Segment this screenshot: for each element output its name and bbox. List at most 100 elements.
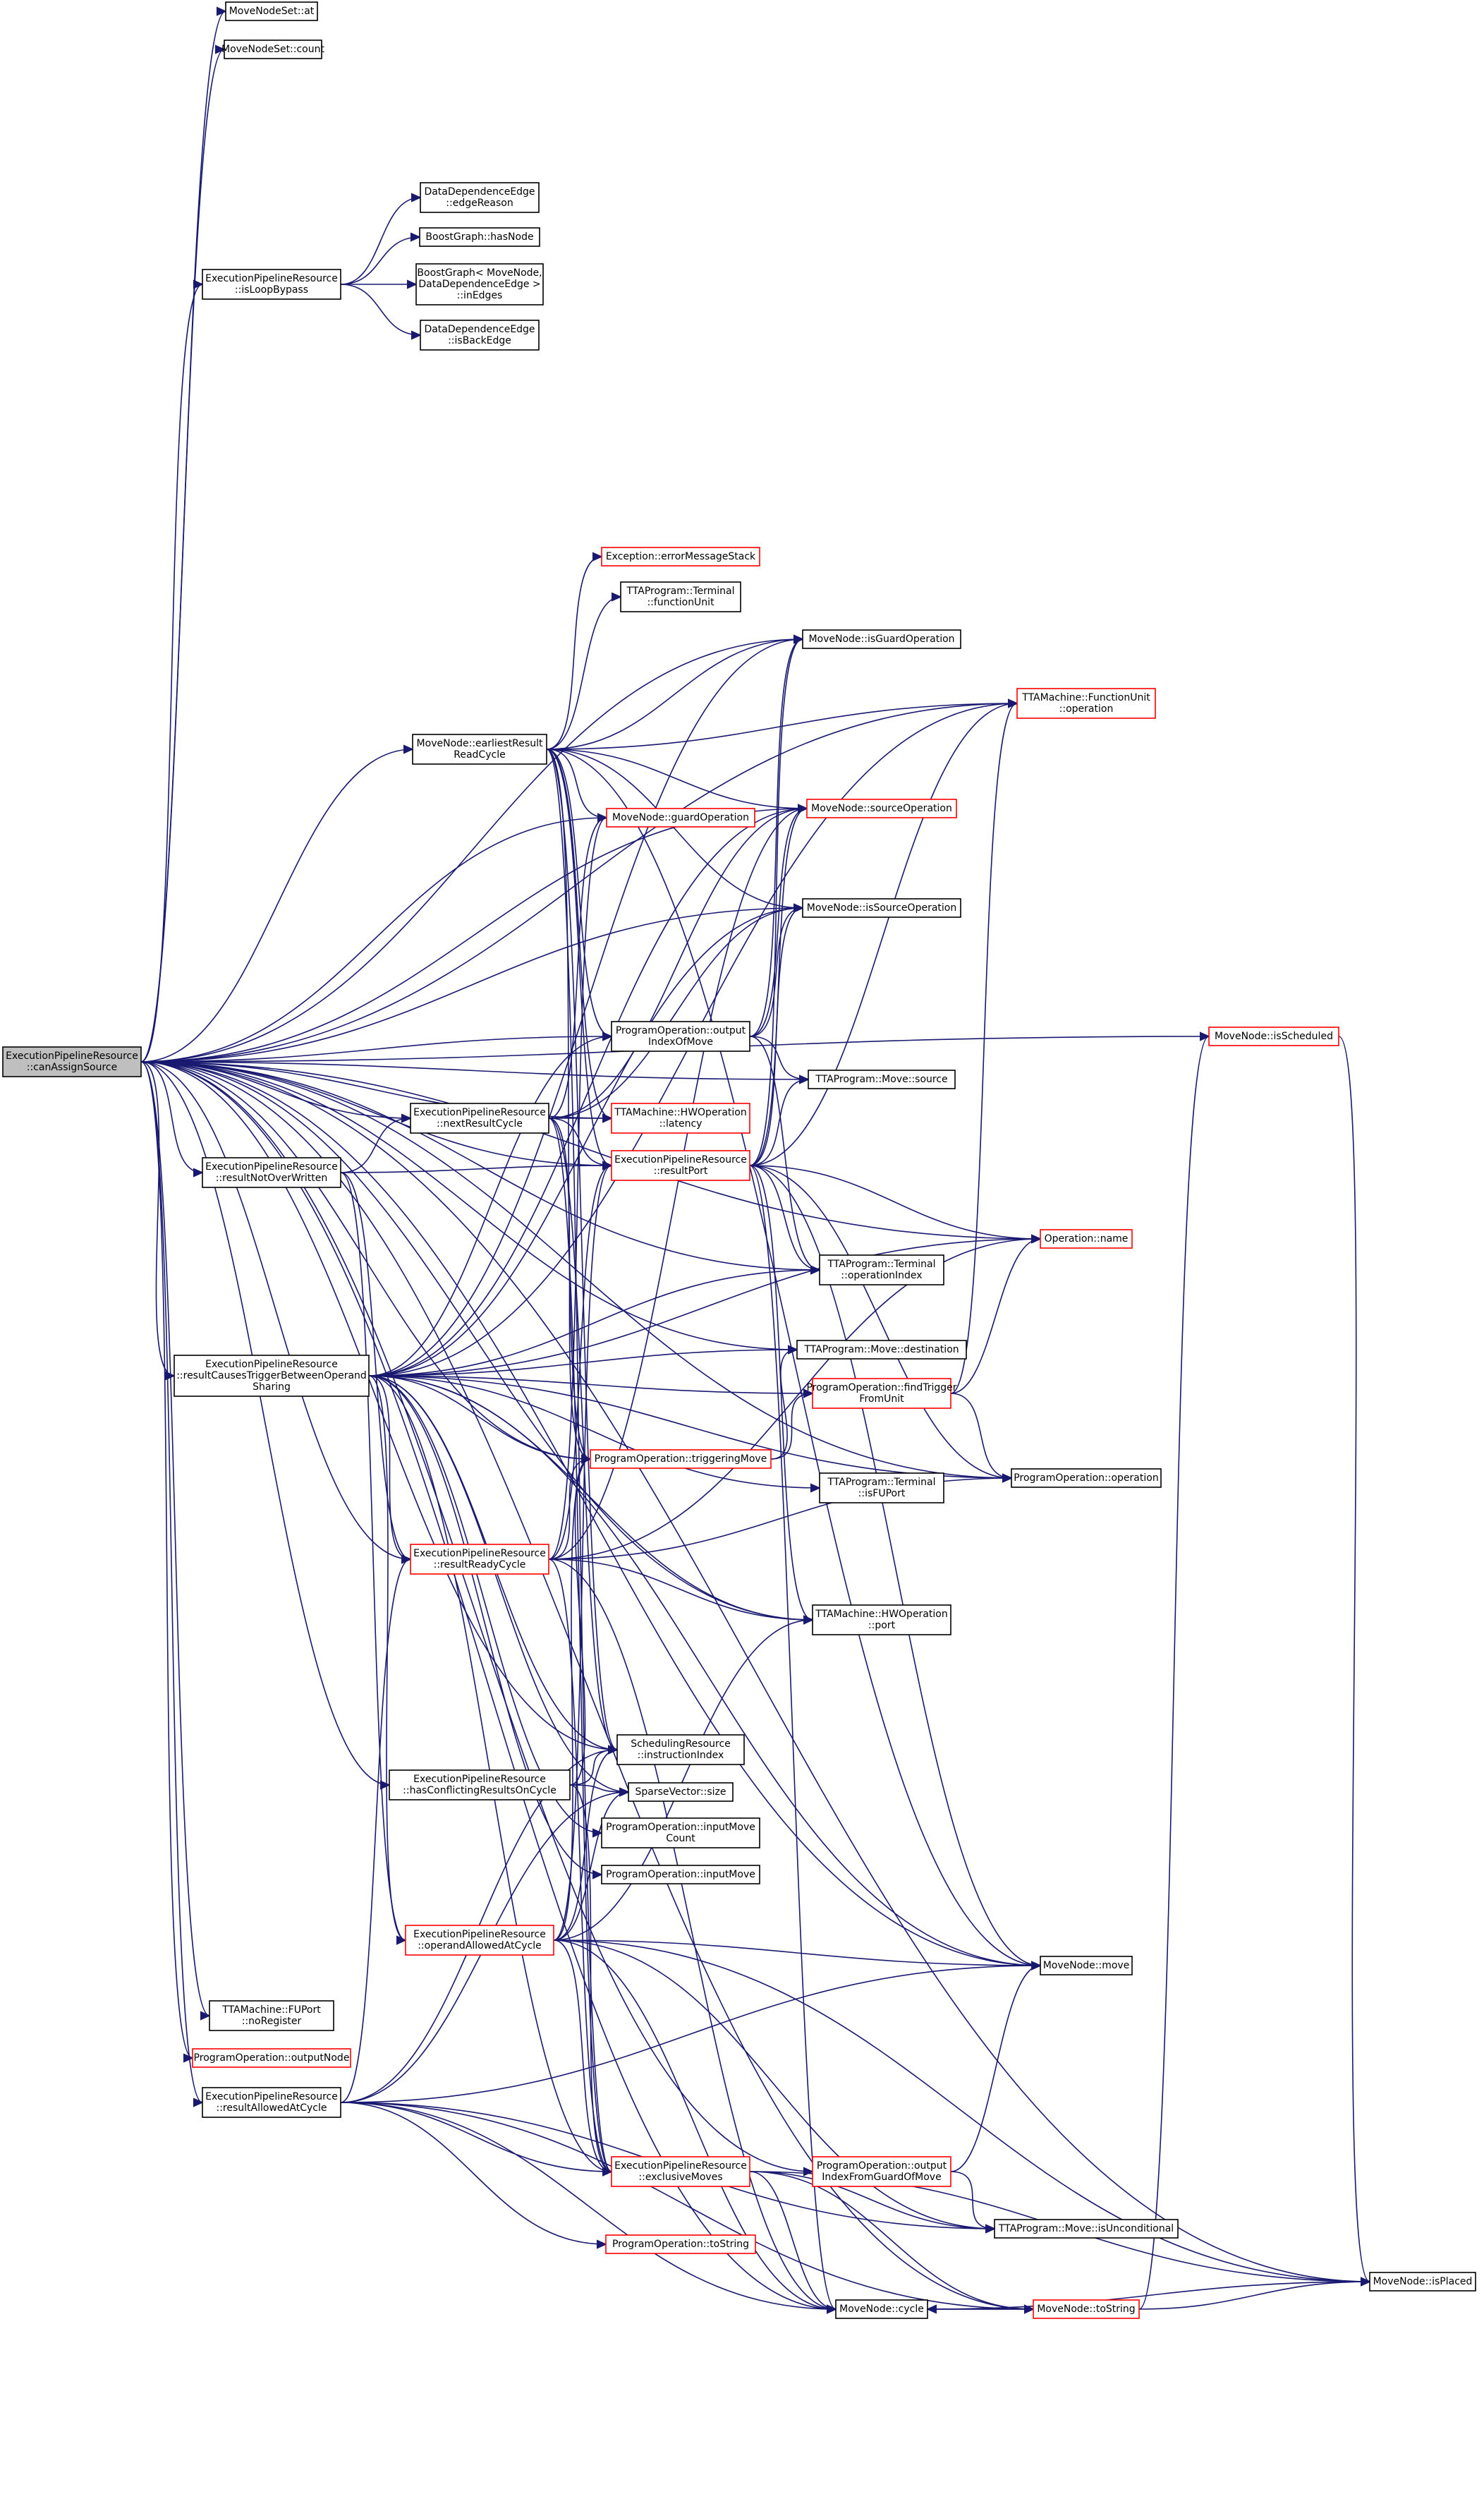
node-label: MoveNodeSet::at xyxy=(229,6,315,17)
node-epr-hasconf[interactable]: ExecutionPipelineResource::hasConflictin… xyxy=(389,1769,571,1800)
node-label: MoveNode::isSourceOperation xyxy=(807,902,956,914)
node-label: ProgramOperation::output xyxy=(817,2160,947,2172)
node-box xyxy=(420,320,540,351)
node-label: ::functionUnit xyxy=(647,597,714,608)
node-mn-tostring[interactable]: MoveNode::toString xyxy=(1033,2299,1140,2319)
edge-root-to-epr-resready xyxy=(140,1061,410,1559)
node-term-isfu[interactable]: TTAProgram::Terminal::isFUPort xyxy=(819,1472,944,1503)
node-op-name[interactable]: Operation::name xyxy=(1040,1229,1133,1249)
node-po-outnode[interactable]: ProgramOperation::outputNode xyxy=(192,2048,351,2068)
edge-mn-earliest-to-sr-instr xyxy=(546,749,617,1750)
node-mn-move[interactable]: MoveNode::move xyxy=(1040,1956,1133,1975)
edge-epr-resready-to-mn-cycle xyxy=(548,1558,836,2309)
node-label: TTAProgram::Move::isUnconditional xyxy=(998,2223,1174,2234)
node-epr-excl[interactable]: ExecutionPipelineResource::exclusiveMove… xyxy=(611,2156,750,2187)
node-label: ::operationIndex xyxy=(841,1270,922,1281)
node-epr-nextres[interactable]: ExecutionPipelineResource::nextResultCyc… xyxy=(410,1103,549,1134)
edge-mn-earliest-to-mn-srcop xyxy=(546,749,807,809)
node-label: ProgramOperation::inputMove xyxy=(606,1869,755,1880)
node-epr-resport[interactable]: ExecutionPipelineResource::resultPort xyxy=(611,1150,750,1181)
node-bg-inedges[interactable]: BoostGraph< MoveNode,DataDependenceEdge … xyxy=(415,263,544,305)
node-sv-size[interactable]: SparseVector::size xyxy=(628,1782,734,1802)
node-hwop-port[interactable]: TTAMachine::HWOperation::port xyxy=(812,1604,951,1635)
node-label: ProgramOperation::output xyxy=(616,1025,746,1036)
edge-epr-opallowed-to-po-trigmove xyxy=(553,1459,590,1941)
node-epr-trig[interactable]: ExecutionPipelineResource::resultCausesT… xyxy=(174,1355,370,1397)
node-box xyxy=(389,1769,571,1800)
node-label: MoveNode::move xyxy=(1043,1960,1130,1971)
edge-root-to-epr-resallowed xyxy=(140,1061,202,2102)
edge-epr-nextres-to-mn-guardop xyxy=(548,818,607,1119)
node-label: MoveNode::cycle xyxy=(839,2304,924,2315)
edge-epr-opallowed-to-epr-resport xyxy=(553,1166,612,1941)
node-mn-srcop[interactable]: MoveNode::sourceOperation xyxy=(806,799,957,818)
node-box xyxy=(590,1449,772,1469)
node-sr-instr[interactable]: SchedulingResource::instructionIndex xyxy=(616,1734,745,1765)
node-move-dest[interactable]: TTAProgram::Move::destination xyxy=(796,1340,967,1360)
edge-epr-trig-to-po-findtrig xyxy=(368,1375,813,1393)
node-label: ::nextResultCycle xyxy=(437,1118,523,1130)
node-mns-count[interactable]: MoveNodeSet::count xyxy=(221,40,325,59)
node-bg-hasnode[interactable]: BoostGraph::hasNode xyxy=(419,227,540,247)
edge-epr-resallowed-to-po-tostring xyxy=(340,2102,606,2244)
edge-po-outidxguard-to-mn-move xyxy=(950,1966,1040,2172)
node-box xyxy=(806,799,957,818)
edge-mn-earliest-to-mn-isguard xyxy=(546,639,803,750)
node-exc-err[interactable]: Exception::errorMessageStack xyxy=(601,547,760,567)
node-label: ProgramOperation::triggeringMove xyxy=(595,1453,767,1465)
node-box xyxy=(192,2048,351,2068)
node-mn-isguard[interactable]: MoveNode::isGuardOperation xyxy=(802,629,961,649)
node-mn-issrc[interactable]: MoveNode::isSourceOperation xyxy=(802,898,961,918)
edge-epr-resport-to-fu-op xyxy=(749,703,1017,1166)
node-mn-cycle[interactable]: MoveNode::cycle xyxy=(835,2299,928,2319)
edge-epr-resport-to-move-source xyxy=(749,1079,808,1166)
node-term-opidx[interactable]: TTAProgram::Terminal::operationIndex xyxy=(819,1254,944,1285)
node-term-fu[interactable]: TTAProgram::Terminal::functionUnit xyxy=(620,581,741,612)
node-mn-issched[interactable]: MoveNode::isScheduled xyxy=(1208,1027,1339,1046)
edge-epr-resport-to-mn-issrc xyxy=(749,908,803,1166)
node-box xyxy=(606,808,755,828)
node-epr-loop[interactable]: ExecutionPipelineResource::isLoopBypass xyxy=(202,269,341,300)
node-fu-op[interactable]: TTAMachine::FunctionUnit::operation xyxy=(1016,688,1156,719)
edge-root-to-mn-cycle xyxy=(140,1061,836,2309)
node-epr-resallowed[interactable]: ExecutionPipelineResource::resultAllowed… xyxy=(202,2087,341,2118)
edge-epr-resallowed-to-mn-cycle xyxy=(340,2102,836,2309)
node-hwop-lat[interactable]: TTAMachine::HWOperation::latency xyxy=(611,1103,750,1134)
node-dde-back[interactable]: DataDependenceEdge::isBackEdge xyxy=(420,320,540,351)
node-epr-resready[interactable]: ExecutionPipelineResource::resultReadyCy… xyxy=(410,1544,549,1575)
node-mn-guardop[interactable]: MoveNode::guardOperation xyxy=(606,808,755,828)
node-po-outidxguard[interactable]: ProgramOperation::outputIndexFromGuardOf… xyxy=(812,2156,951,2187)
node-box xyxy=(616,1734,745,1765)
node-label: TTAProgram::Terminal xyxy=(827,1259,935,1270)
node-move-source[interactable]: TTAProgram::Move::source xyxy=(808,1070,956,1089)
edge-mn-earliest-to-po-outidx xyxy=(546,749,612,1036)
node-po-inmove[interactable]: ProgramOperation::inputMove xyxy=(601,1865,760,1884)
edge-epr-resallowed-to-epr-resready xyxy=(340,1559,410,2103)
node-box xyxy=(202,269,341,300)
edge-epr-loop-to-dde-reason xyxy=(340,198,420,285)
node-po-tostring[interactable]: ProgramOperation::toString xyxy=(605,2234,756,2254)
node-dde-reason[interactable]: DataDependenceEdge::edgeReason xyxy=(420,182,540,213)
node-label: ::isFUPort xyxy=(858,1488,906,1499)
node-mns-at[interactable]: MoveNodeSet::at xyxy=(225,1,318,21)
node-po-operation[interactable]: ProgramOperation::operation xyxy=(1011,1468,1162,1488)
node-move-uncond[interactable]: TTAProgram::Move::isUnconditional xyxy=(994,2219,1179,2239)
edge-epr-excl-to-mn-cycle xyxy=(749,2171,836,2309)
edge-root-to-po-outnode xyxy=(140,1061,193,2058)
node-mn-isplaced[interactable]: MoveNode::isPlaced xyxy=(1369,2272,1476,2292)
node-box xyxy=(611,1021,750,1052)
node-epr-opallowed[interactable]: ExecutionPipelineResource::operandAllowe… xyxy=(405,1925,554,1956)
node-po-trigmove[interactable]: ProgramOperation::triggeringMove xyxy=(590,1449,772,1469)
node-label: MoveNode::isGuardOperation xyxy=(808,634,954,645)
node-label: ExecutionPipelineResource xyxy=(413,1774,546,1785)
edge-po-outidx-to-mn-isguard xyxy=(749,639,803,1037)
node-box xyxy=(601,1865,760,1884)
node-epr-resnot[interactable]: ExecutionPipelineResource::resultNotOver… xyxy=(202,1157,341,1188)
edge-mn-earliest-to-mn-guardop xyxy=(546,749,607,818)
node-fuport-noreg[interactable]: TTAMachine::FUPort::noRegister xyxy=(209,2000,334,2031)
node-label: ::inEdges xyxy=(457,290,503,301)
